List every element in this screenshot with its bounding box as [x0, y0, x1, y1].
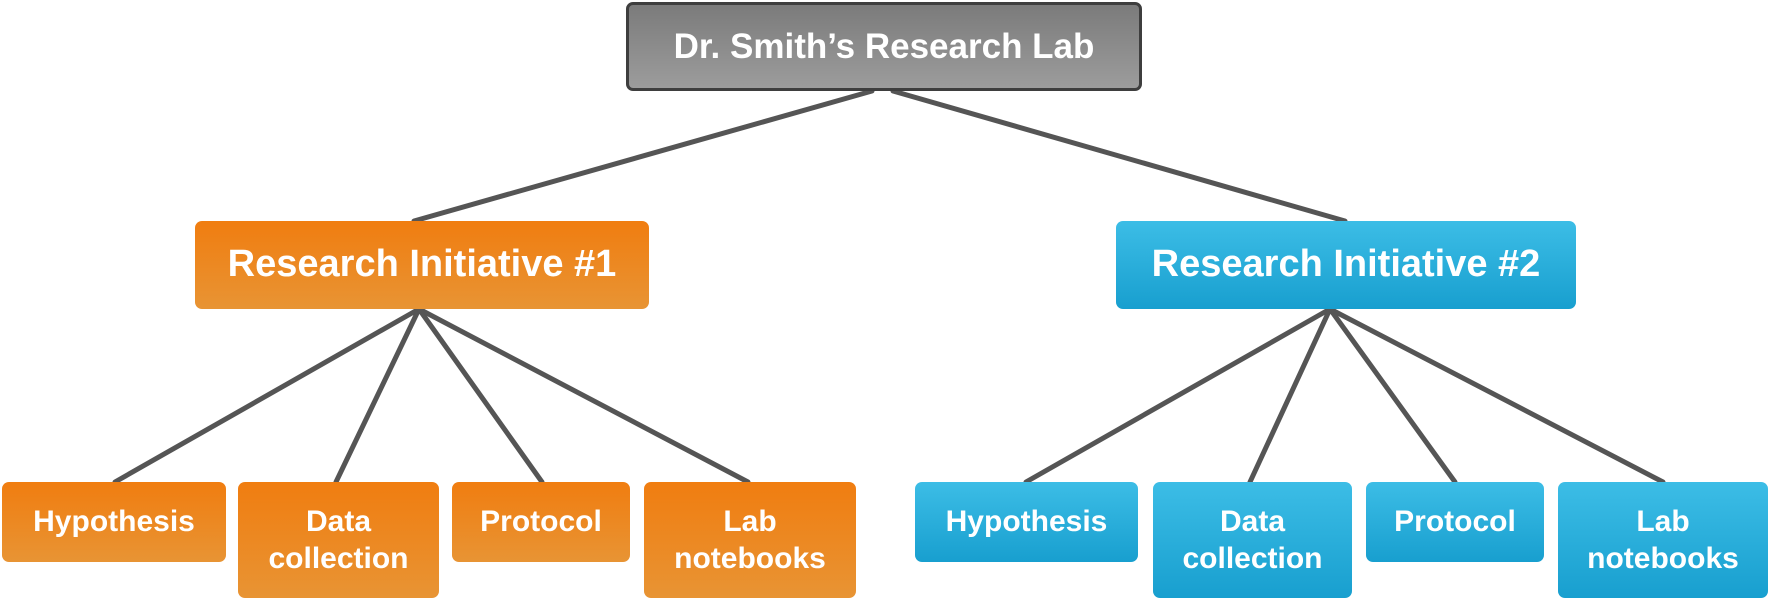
initiative-1-protocol-node: Protocol: [452, 482, 630, 562]
connector-initiative-2-to-hypothesis: [1023, 306, 1333, 485]
root-node: Dr. Smith’s Research Lab: [626, 2, 1142, 91]
connector-initiative-1-to-protocol: [416, 306, 545, 485]
initiative-2-hypothesis-label: Hypothesis: [945, 505, 1108, 539]
initiative-1-node: Research Initiative #1: [195, 221, 649, 309]
connector-initiative-2-to-lab-notebooks: [1327, 306, 1666, 485]
initiative-2-protocol-label: Protocol: [1394, 505, 1516, 539]
initiative-1-data-collection-label: Data collection: [268, 504, 409, 576]
connector-initiative-1-to-hypothesis: [112, 306, 422, 485]
initiative-2-data-collection-label: Data collection: [1182, 504, 1323, 576]
initiative-2-protocol-node: Protocol: [1366, 482, 1544, 562]
initiative-1-hypothesis-label: Hypothesis: [33, 505, 195, 539]
initiative-2-hypothesis-node: Hypothesis: [915, 482, 1138, 562]
root-label: Dr. Smith’s Research Lab: [673, 26, 1095, 66]
initiative-1-data-collection-node: Data collection: [238, 482, 439, 598]
initiative-2-label: Research Initiative #2: [1151, 243, 1541, 286]
initiative-2-lab-notebooks-label: Lab notebooks: [1587, 504, 1739, 576]
initiative-2-node: Research Initiative #2: [1116, 221, 1576, 309]
connector-initiative-2-to-protocol: [1327, 306, 1458, 485]
connector-root-to-initiative-1: [411, 88, 875, 224]
initiative-1-lab-notebooks-node: Lab notebooks: [644, 482, 856, 598]
connector-initiative-2-to-data-collection: [1247, 306, 1333, 485]
initiative-1-label: Research Initiative #1: [227, 243, 617, 286]
initiative-1-protocol-label: Protocol: [480, 505, 602, 539]
initiative-2-lab-notebooks-node: Lab notebooks: [1558, 482, 1768, 598]
connector-root-to-initiative-2: [890, 88, 1348, 224]
initiative-1-lab-notebooks-label: Lab notebooks: [674, 504, 826, 576]
initiative-1-hypothesis-node: Hypothesis: [2, 482, 226, 562]
initiative-2-data-collection-node: Data collection: [1153, 482, 1352, 598]
connector-initiative-1-to-data-collection: [333, 306, 422, 485]
connector-initiative-1-to-lab-notebooks: [416, 306, 751, 485]
